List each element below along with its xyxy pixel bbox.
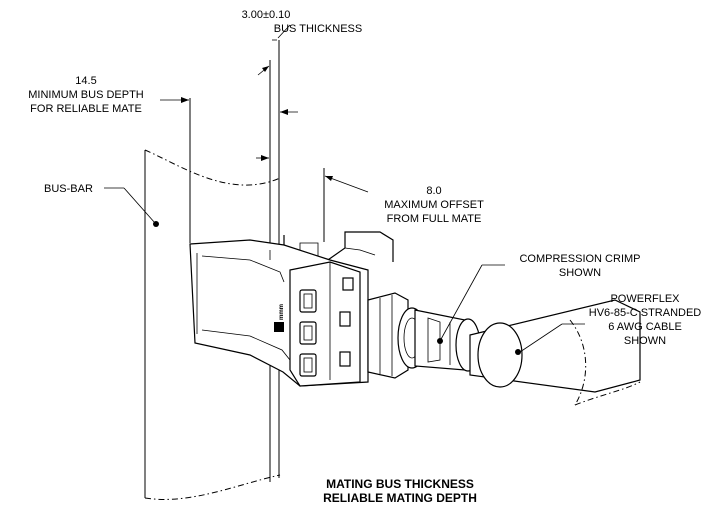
max-offset-line2: FROM FULL MATE: [387, 213, 482, 225]
cable-line4: SHOWN: [624, 335, 666, 347]
min-depth-value: 14.5: [75, 75, 96, 87]
caption-line2: RELIABLE MATING DEPTH: [323, 491, 477, 505]
caption-line1: MATING BUS THICKNESS: [326, 477, 474, 491]
min-depth-line2: FOR RELIABLE MATE: [30, 103, 142, 115]
bus-bar-plate: [144, 149, 281, 500]
bus-bar-leader: [104, 187, 159, 227]
svg-text:mmm: mmm: [279, 304, 285, 320]
bus-bar-label: BUS-BAR: [44, 183, 93, 195]
cable-line3: 6 AWG CABLE: [608, 321, 682, 333]
bus-thickness-value: 3.00±0.10: [242, 9, 291, 21]
crimp-line2: SHOWN: [559, 267, 601, 279]
bus-thickness-dimension: [256, 24, 298, 161]
crimp-line1: COMPRESSION CRIMP: [519, 253, 640, 265]
cable-line1: POWERFLEX: [610, 293, 680, 305]
connector-housing: mmm: [189, 231, 394, 387]
crimp-and-cable: [367, 264, 641, 406]
min-depth-line1: MINIMUM BUS DEPTH: [28, 89, 144, 101]
bus-thickness-label: BUS THICKNESS: [274, 23, 362, 35]
max-offset-dimension: [323, 168, 369, 242]
brand-logo: mmm: [274, 304, 285, 332]
max-offset-value: 8.0: [426, 185, 441, 197]
max-offset-line1: MAXIMUM OFFSET: [384, 199, 484, 211]
cable-line2: HV6-85-C STRANDED: [589, 307, 702, 319]
min-depth-dimension: [160, 97, 191, 243]
